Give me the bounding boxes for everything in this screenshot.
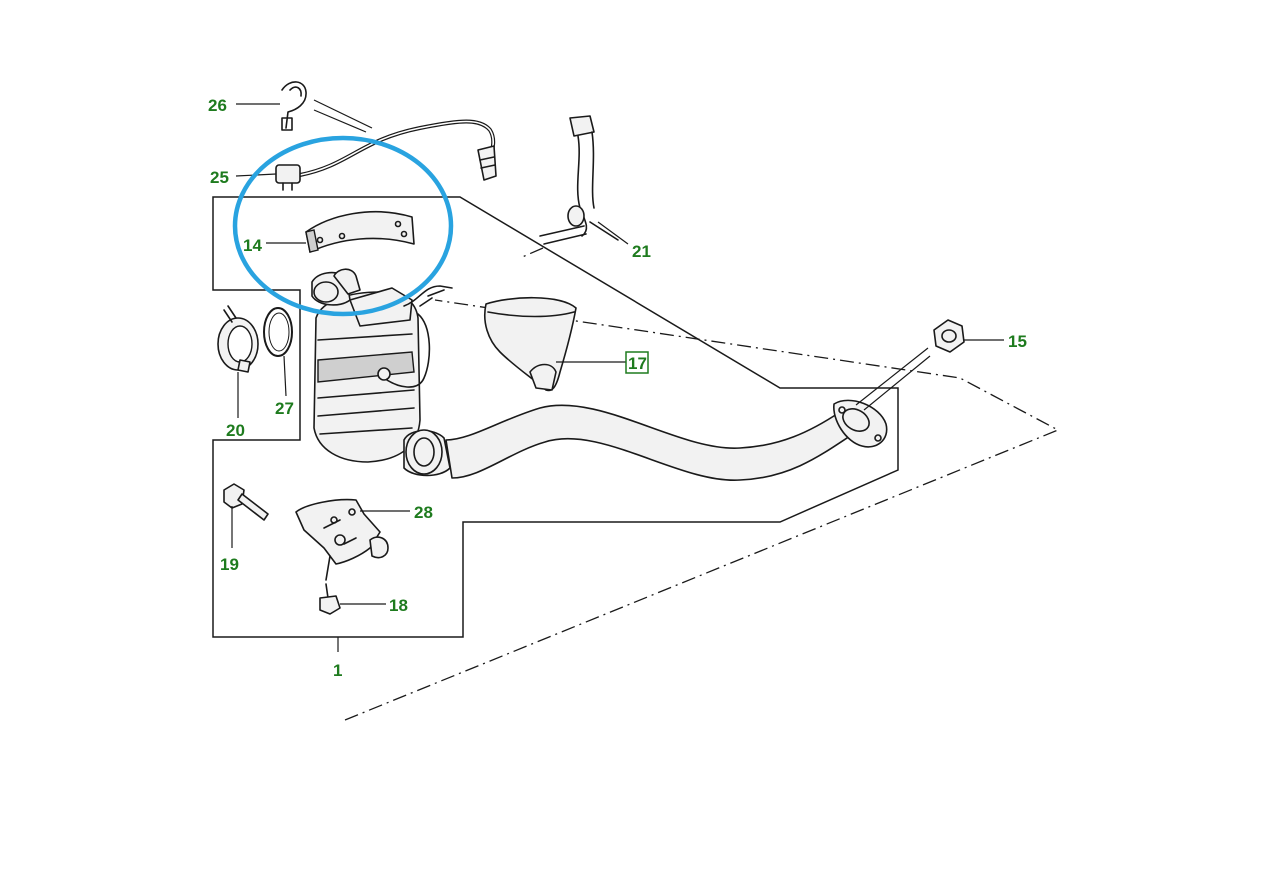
- exhaust-down-pipe: [445, 404, 857, 481]
- callout-17: 17: [628, 354, 647, 373]
- assembly-bracket: [212, 196, 899, 638]
- flange-nut: [933, 319, 965, 353]
- callout-17-box: [625, 351, 649, 374]
- pipe-flange: [833, 399, 888, 448]
- leader-21: [597, 221, 629, 245]
- callout-18: 18: [389, 596, 408, 615]
- particulate-filter-assembly: [311, 268, 453, 477]
- pressure-sensor-harness: [539, 115, 619, 245]
- oxygen-sensor-body: [477, 145, 497, 181]
- bracket-bolt: [319, 583, 341, 615]
- oxygen-sensor-harness: [275, 119, 497, 191]
- mounting-bracket: [295, 498, 389, 581]
- heat-shield-bracket: [305, 210, 415, 253]
- callout-15: 15: [1008, 332, 1027, 351]
- leader-27: [283, 355, 287, 397]
- callout-20: 20: [226, 421, 245, 440]
- callout-27: 27: [275, 399, 294, 418]
- callout-25: 25: [210, 168, 229, 187]
- assembly-dashed-link: [519, 247, 544, 259]
- assembly-dashed-outline: [344, 299, 1060, 721]
- callout-26: 26: [208, 96, 227, 115]
- callout-28: 28: [414, 503, 433, 522]
- callout-19: 19: [220, 555, 239, 574]
- callout-21: 21: [632, 242, 651, 261]
- highlight-ring: [232, 135, 454, 317]
- harness-clip: [281, 81, 307, 131]
- leader-26b: [313, 99, 373, 133]
- callout-14: 14: [243, 236, 262, 255]
- v-band-clamp: [217, 305, 259, 373]
- sensor-connector: [275, 164, 301, 184]
- flange-gasket: [263, 307, 293, 357]
- heat-deflector: [484, 296, 577, 392]
- mounting-bolt: [223, 483, 269, 521]
- callout-1: 1: [333, 661, 342, 680]
